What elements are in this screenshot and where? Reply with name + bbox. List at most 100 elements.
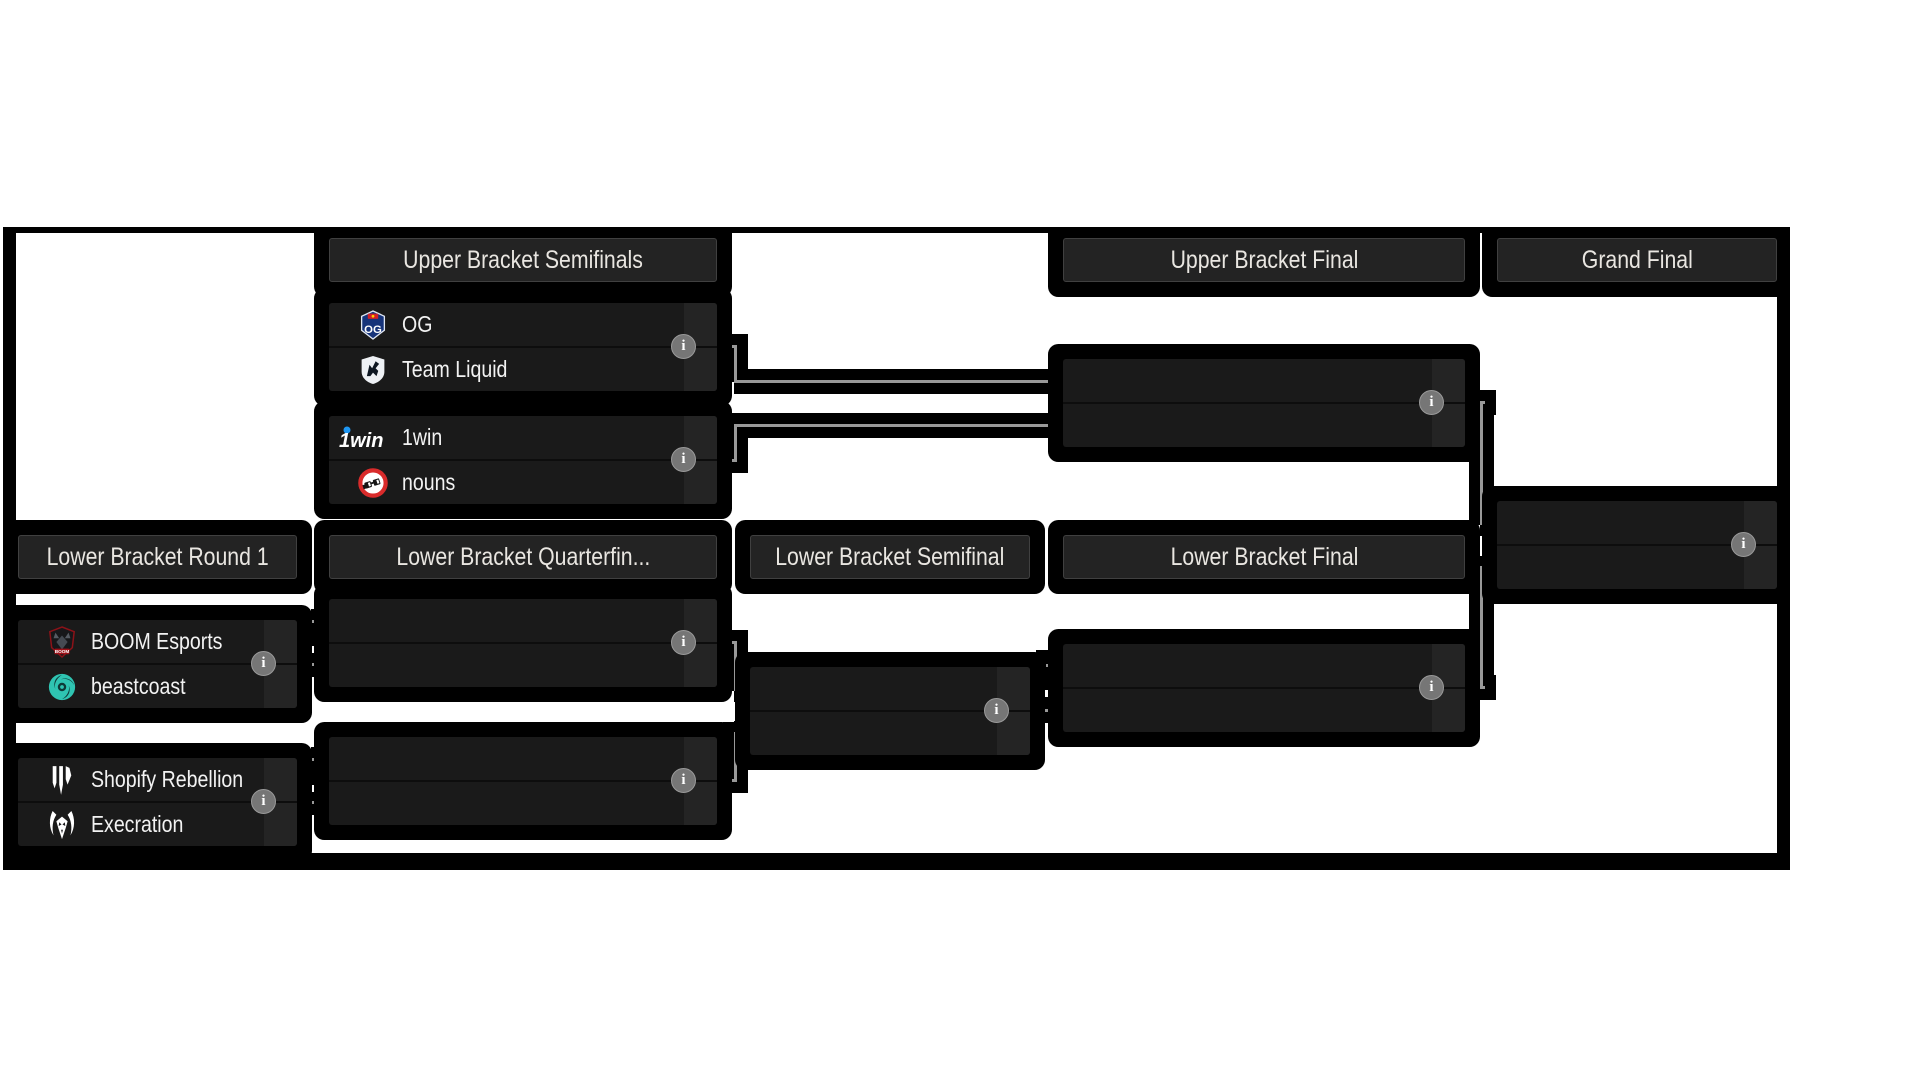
- connector-line: [734, 688, 750, 691]
- match-info-icon[interactable]: i: [251, 651, 276, 676]
- boom-esports-logo-icon: BOOM: [38, 625, 86, 658]
- og-logo-icon: OG: [349, 309, 397, 340]
- svg-text:BOOM: BOOM: [55, 649, 70, 654]
- team-row-nouns[interactable]: nouns: [329, 461, 684, 504]
- row-divider: [329, 642, 717, 644]
- connector-line: [311, 758, 329, 761]
- team-name[interactable]: OG: [402, 311, 433, 337]
- connector-notch: [1043, 690, 1050, 697]
- connector-notch: [310, 646, 317, 653]
- connector-line: [1030, 709, 1063, 712]
- connector-line: [717, 779, 737, 782]
- connector-line: [1480, 566, 1497, 569]
- team-name[interactable]: Team Liquid: [402, 356, 508, 382]
- header-lower-bracket-round-1: Lower Bracket Round 1: [18, 535, 297, 579]
- team-row-team-liquid[interactable]: Team Liquid: [329, 348, 684, 391]
- info-glyph: i: [1429, 394, 1434, 410]
- info-glyph: i: [681, 451, 686, 467]
- row-divider: [329, 346, 717, 348]
- row-divider: [1063, 687, 1465, 689]
- connector-line: [717, 345, 737, 348]
- connector-line: [1465, 401, 1485, 404]
- match-ub-semifinal-2[interactable]: 1win 1win: [329, 416, 717, 504]
- connector-line: [734, 424, 1063, 427]
- match-lb-semifinal[interactable]: i: [750, 667, 1030, 755]
- team-name[interactable]: BOOM Esports: [91, 628, 223, 654]
- shopify-rebellion-logo-icon: [38, 764, 86, 796]
- svg-text:1win: 1win: [339, 430, 383, 452]
- connector-line: [734, 345, 737, 383]
- team-row-beastcoast[interactable]: beastcoast: [18, 665, 264, 708]
- row-divider: [1497, 544, 1777, 546]
- match-lb-round1-2[interactable]: Shopify Rebellion Execration i: [18, 758, 297, 846]
- match-info-icon[interactable]: i: [984, 698, 1009, 723]
- team-name[interactable]: beastcoast: [91, 673, 186, 699]
- row-divider: [750, 710, 1030, 712]
- match-ub-final[interactable]: i: [1063, 359, 1465, 447]
- connector-line: [717, 459, 737, 462]
- bracket-frame: Upper Bracket Semifinals Upper Bracket F…: [3, 227, 1790, 870]
- match-info-icon[interactable]: i: [671, 334, 696, 359]
- 1win-logo-icon: 1win: [339, 424, 397, 452]
- team-row-og[interactable]: OG OG: [329, 303, 684, 346]
- match-lb-round1-1[interactable]: BOOM BOOM Esports beastcoast i: [18, 620, 297, 708]
- match-info-icon[interactable]: i: [671, 630, 696, 655]
- match-info-icon[interactable]: i: [251, 789, 276, 814]
- beastcoast-logo-icon: [38, 672, 86, 702]
- header-upper-bracket-semifinals: Upper Bracket Semifinals: [329, 238, 717, 282]
- team-row-shopify-rebellion[interactable]: Shopify Rebellion: [18, 758, 264, 801]
- match-lb-quarterfinal-2[interactable]: i: [329, 737, 717, 825]
- team-row-boom-esports[interactable]: BOOM BOOM Esports: [18, 620, 264, 663]
- match-grand-final[interactable]: i: [1497, 501, 1777, 589]
- info-glyph: i: [1741, 536, 1746, 552]
- connector-line: [297, 801, 329, 804]
- connector-line: [1465, 686, 1485, 689]
- header-lower-bracket-quarterfinals: Lower Bracket Quarterfin...: [329, 535, 717, 579]
- header-label: Upper Bracket Final: [1170, 245, 1358, 274]
- info-glyph: i: [261, 655, 266, 671]
- info-glyph: i: [261, 793, 266, 809]
- row-divider: [329, 780, 717, 782]
- match-info-icon[interactable]: i: [1419, 675, 1444, 700]
- match-lb-final[interactable]: i: [1063, 644, 1465, 732]
- team-row-1win[interactable]: 1win 1win: [329, 416, 684, 459]
- team-liquid-logo-icon: [349, 355, 397, 385]
- connector-line: [311, 620, 329, 623]
- bracket-canvas: Upper Bracket Semifinals Upper Bracket F…: [16, 233, 1777, 853]
- header-lower-bracket-final: Lower Bracket Final: [1063, 535, 1465, 579]
- connector-notch: [310, 785, 317, 792]
- match-info-icon[interactable]: i: [671, 447, 696, 472]
- connector-line: [734, 732, 750, 735]
- header-label: Grand Final: [1581, 245, 1693, 274]
- connector-line: [717, 641, 737, 644]
- team-name[interactable]: nouns: [402, 469, 456, 495]
- match-ub-semifinal-1[interactable]: OG OG Team Liquid i: [329, 303, 717, 391]
- row-divider: [329, 459, 717, 461]
- connector-line: [297, 663, 329, 666]
- row-divider: [18, 663, 297, 665]
- team-row-execration[interactable]: Execration: [18, 803, 264, 846]
- info-glyph: i: [681, 634, 686, 650]
- header-grand-final: Grand Final: [1497, 238, 1777, 282]
- header-label: Lower Bracket Final: [1170, 542, 1358, 571]
- match-lb-quarterfinal-1[interactable]: i: [329, 599, 717, 687]
- connector-line: [1480, 401, 1483, 525]
- connector-line: [734, 732, 737, 782]
- header-label: Lower Bracket Round 1: [46, 542, 269, 571]
- match-info-icon[interactable]: i: [1419, 390, 1444, 415]
- header-label: Lower Bracket Quarterfin...: [396, 542, 650, 571]
- connector-line: [1480, 567, 1483, 689]
- match-info-icon[interactable]: i: [1731, 532, 1756, 557]
- team-name[interactable]: Shopify Rebellion: [91, 766, 244, 792]
- connector-line: [734, 424, 737, 462]
- team-name[interactable]: Execration: [91, 811, 184, 837]
- connector-notch: [1478, 548, 1485, 556]
- row-divider: [1063, 402, 1465, 404]
- info-glyph: i: [1429, 679, 1434, 695]
- connector-line: [1480, 522, 1497, 525]
- match-info-icon[interactable]: i: [671, 768, 696, 793]
- connector-line: [734, 641, 737, 691]
- info-glyph: i: [681, 772, 686, 788]
- team-name[interactable]: 1win: [402, 424, 443, 450]
